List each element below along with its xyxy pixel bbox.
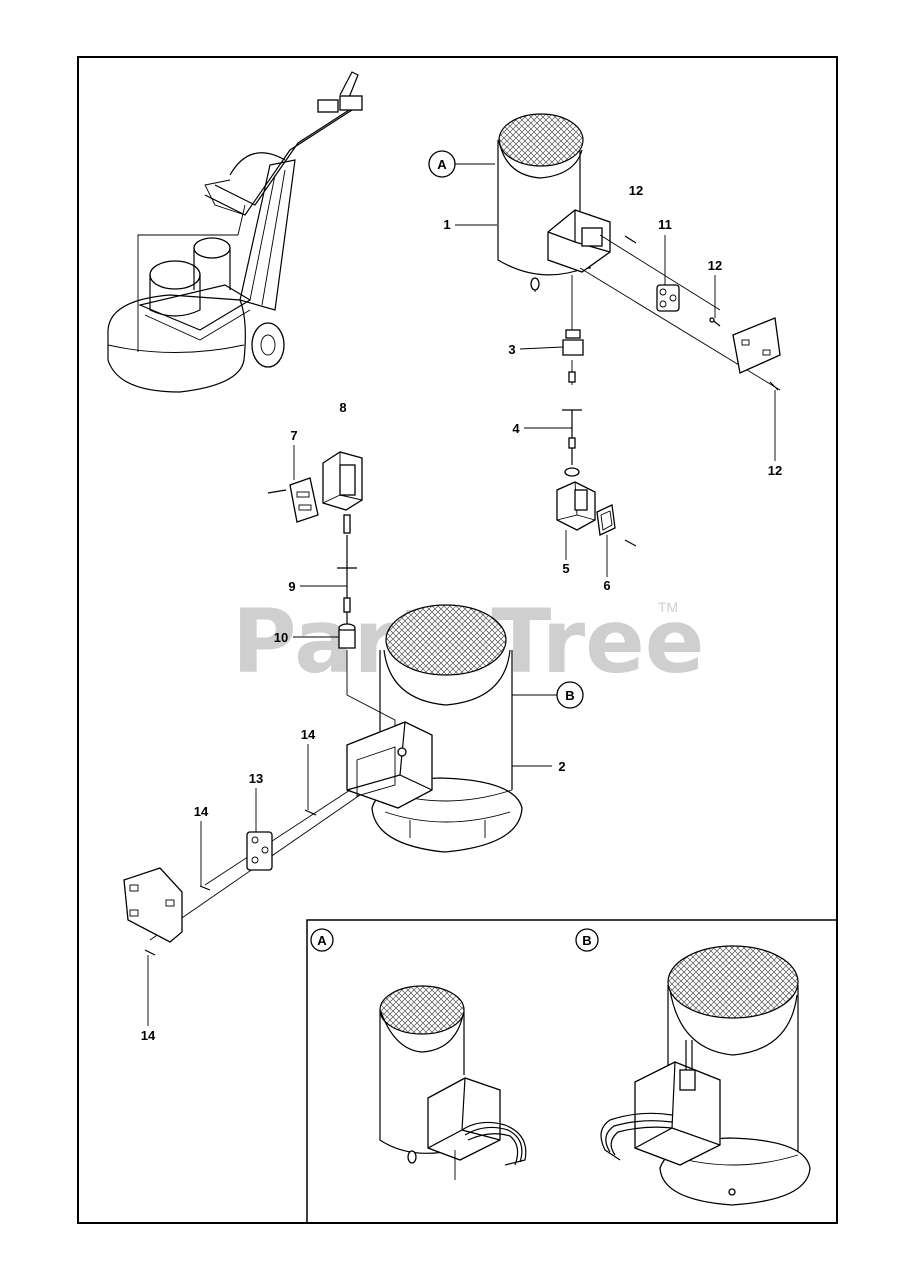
part-number-14-bottom: 14 [141, 1028, 156, 1043]
switch-5 [556, 467, 596, 531]
inset-motor-a [379, 985, 527, 1180]
part-number-14-mid: 14 [194, 804, 209, 819]
cable-9 [337, 535, 357, 625]
part-number-6: 6 [603, 578, 610, 593]
cover-plate-top [732, 317, 781, 374]
inset-motor-b [600, 945, 811, 1206]
part-number-3: 3 [508, 342, 515, 357]
part-number-7: 7 [290, 428, 297, 443]
part-number-14-top: 14 [301, 727, 316, 742]
terminal-block-11 [656, 284, 680, 312]
plate-6 [596, 504, 637, 547]
cable-4 [562, 409, 582, 465]
callout-b-mid-label: B [565, 688, 574, 703]
callout-a-inset: A [310, 928, 334, 952]
screw-12-top [709, 317, 721, 327]
part-number-12-mid: 12 [708, 258, 722, 273]
part-number-10: 10 [274, 630, 288, 645]
watermark-trademark: TM [658, 599, 678, 615]
page-frame [77, 56, 838, 1224]
cover-plate-lower [123, 867, 183, 943]
part-number-2: 2 [558, 759, 565, 774]
cable-gland-3 [562, 275, 584, 385]
inset-detail-box [306, 919, 837, 1223]
part-number-11: 11 [658, 217, 672, 232]
switch-assembly-7-8 [267, 451, 363, 534]
part-number-9: 9 [288, 579, 295, 594]
terminal-block-13 [246, 831, 273, 871]
part-number-1: 1 [443, 217, 450, 232]
callout-a-top-label: A [437, 157, 447, 172]
motor-2 [346, 604, 523, 853]
callout-a-top: A [428, 150, 495, 178]
part-number-5: 5 [562, 561, 569, 576]
motor-1 [497, 113, 611, 292]
callout-b-inset-label: B [582, 933, 591, 948]
callout-b-mid: B [512, 681, 584, 709]
part-number-12-bottom: 12 [768, 463, 782, 478]
part-number-13: 13 [249, 771, 263, 786]
callout-a-inset-label: A [317, 933, 327, 948]
machine-overview-illustration [107, 71, 363, 393]
callout-b-inset: B [575, 928, 599, 952]
part-number-4: 4 [512, 421, 520, 436]
part-number-12-top: 12 [629, 183, 643, 198]
part-number-8: 8 [339, 400, 346, 415]
